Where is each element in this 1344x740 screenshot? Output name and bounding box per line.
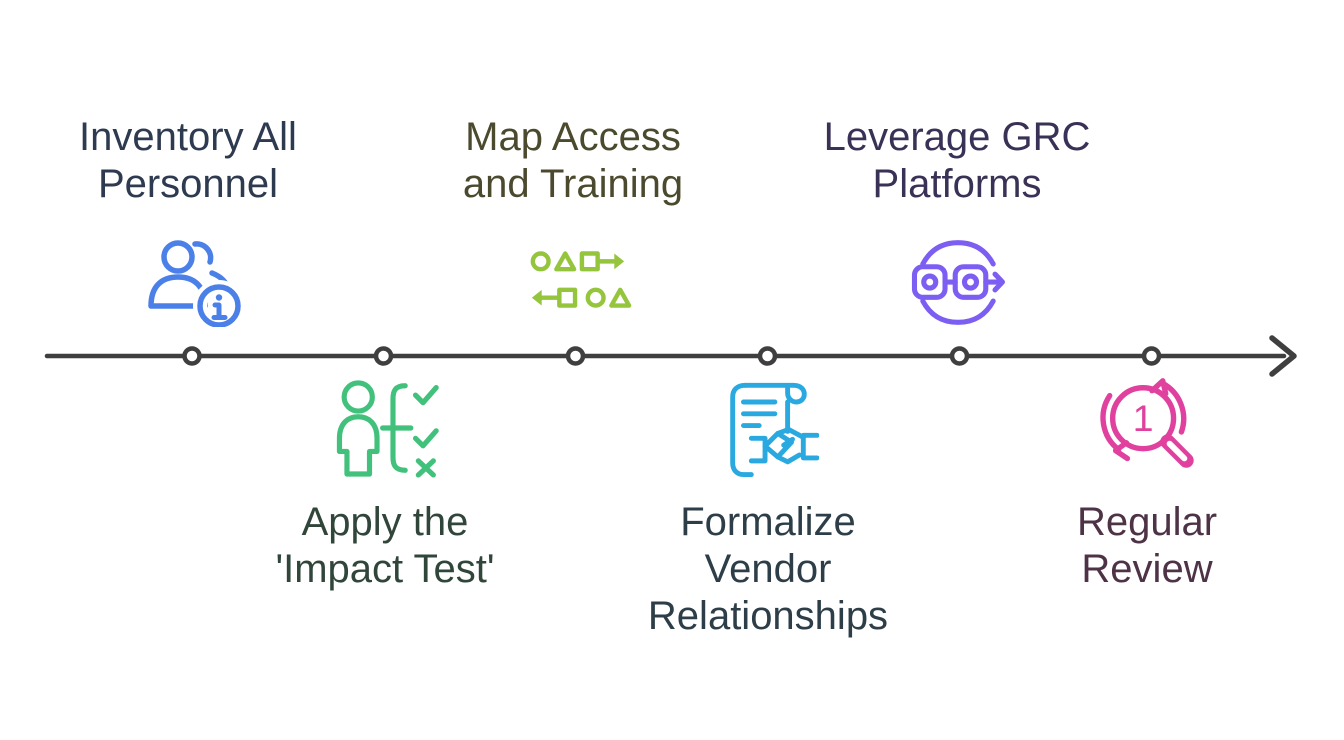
milestone-dot bbox=[757, 346, 778, 366]
milestone-dot bbox=[182, 346, 202, 366]
shapes-flow-icon bbox=[524, 246, 632, 316]
magnifier-refresh-icon: 1 bbox=[1097, 374, 1202, 484]
milestone-dot bbox=[565, 346, 586, 366]
milestone-dot bbox=[1141, 346, 1162, 366]
person-checklist-icon bbox=[331, 375, 439, 481]
milestone-label-regular-review: Regular Review bbox=[1076, 500, 1218, 591]
milestone-label-leverage-grc-platforms: Leverage GRC Platforms bbox=[823, 115, 1091, 206]
milestone-dot bbox=[373, 346, 394, 366]
milestone-label-formalize-vendor-relationships: Formalize Vendor Relationships bbox=[647, 500, 889, 638]
milestone-label-inventory-all-personnel: Inventory All Personnel bbox=[79, 115, 297, 206]
milestone-label-map-access-training: Map Access and Training bbox=[462, 115, 684, 206]
arrow-right-icon bbox=[1269, 335, 1297, 377]
workflow-icon bbox=[908, 234, 1008, 331]
milestone-label-apply-impact-test: Apply the 'Impact Test' bbox=[275, 500, 495, 591]
magnifier-badge-number: 1 bbox=[1133, 397, 1154, 439]
milestone-dot bbox=[949, 346, 970, 366]
contract-handshake-icon bbox=[716, 375, 819, 481]
people-info-icon bbox=[142, 231, 242, 327]
